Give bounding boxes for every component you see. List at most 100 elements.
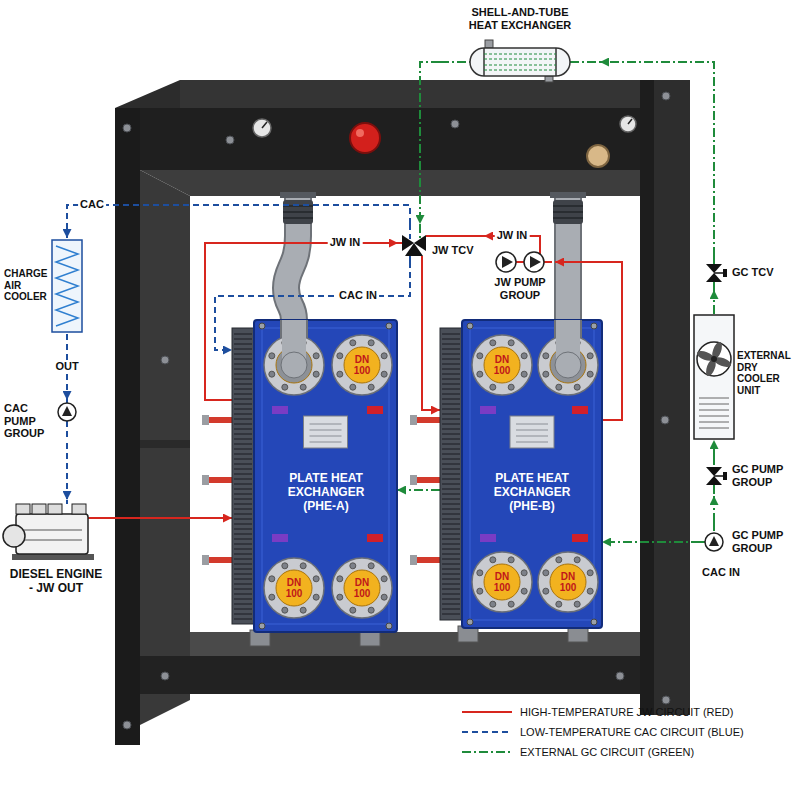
valve-actuator [723, 269, 727, 277]
tube-sheet [555, 48, 557, 76]
tag-plate [272, 534, 288, 542]
name-plate-line [310, 442, 342, 443]
legend-item: HIGH-TEMPERATURE JW CIRCUIT (RED) [462, 702, 744, 722]
flange-bolt [337, 594, 343, 600]
plate-edge [234, 544, 252, 545]
fan-hub [711, 356, 717, 362]
flange-bolt [490, 601, 496, 607]
plate-edge [234, 344, 252, 345]
plate-edge [234, 439, 252, 440]
flange [472, 335, 532, 395]
pipe-stub [66, 421, 68, 440]
plate-edge [234, 369, 252, 370]
flywheel [3, 525, 25, 547]
pipe-stub [398, 242, 402, 244]
flange-bolt [574, 601, 580, 607]
plate-edge [234, 564, 252, 565]
skid-frame [115, 80, 690, 745]
tag-plate [272, 406, 288, 414]
port-flange: DN 100 [263, 557, 325, 619]
legend-item: LOW-TEMPERATURE CAC CIRCUIT (BLUE) [462, 722, 744, 742]
flange-bolt [477, 588, 483, 594]
diesel-engine: DIESEL ENGINE - JW OUT [2, 500, 110, 616]
cylinder-head [72, 504, 86, 514]
cooler-grille [699, 416, 729, 417]
plate-edge [234, 539, 252, 540]
pipe-end [555, 352, 581, 378]
flange-bolt [282, 563, 288, 569]
plate-edge [234, 499, 252, 500]
flange-bolt [574, 384, 580, 390]
flange-bolt [381, 594, 387, 600]
pump-group: JW PUMP GROUP [488, 250, 555, 306]
flange-bolt [282, 384, 288, 390]
gauge [262, 122, 267, 128]
tie-rod [410, 475, 417, 485]
pipe-bellows [553, 200, 583, 224]
flange-bolt [300, 563, 306, 569]
plate-edge [234, 339, 252, 340]
flange-bolt [300, 384, 306, 390]
plate-edge [442, 579, 460, 580]
flange-bolt [556, 384, 562, 390]
flow-label: OUT [53, 360, 80, 373]
plate-edge [442, 359, 460, 360]
flange-bolt [381, 371, 387, 377]
flange-bolt [543, 371, 549, 377]
plate-edge [442, 369, 460, 370]
plate-edge [234, 579, 252, 580]
flange-bolt [337, 371, 343, 377]
flange-bolt [477, 353, 483, 359]
pump-casing [705, 533, 723, 551]
plate-edge [442, 609, 460, 610]
frame-bolt [616, 672, 624, 680]
flange-bolt [350, 563, 356, 569]
plate-edge [442, 539, 460, 540]
frame-bolt [123, 124, 131, 132]
skid-frame [640, 80, 690, 715]
fan-ring [697, 342, 731, 376]
tie-rod [416, 557, 442, 563]
pump-impeller [62, 406, 72, 416]
plate-edge [234, 604, 252, 605]
cooler-grille [699, 410, 729, 411]
plate-edge [234, 534, 252, 535]
plate-edge [234, 554, 252, 555]
pipe-stub [409, 224, 411, 239]
plate-edge [442, 499, 460, 500]
shell-and-tube-exchanger: SHELL-AND-TUBE HEAT EXCHANGER [440, 4, 600, 90]
flange [264, 558, 324, 618]
pipe-connector [422, 262, 440, 410]
plate-edge [234, 479, 252, 480]
flange-face [276, 570, 312, 606]
flange-bolt [521, 570, 527, 576]
tie-rod [410, 415, 417, 425]
equipment-label: GC TCV [732, 266, 794, 279]
skid-frame [140, 656, 640, 694]
frame-bolt [226, 136, 234, 144]
tube [484, 54, 556, 55]
plate-edge [442, 344, 460, 345]
plate-edge [234, 619, 252, 620]
pipe-connector [67, 205, 410, 238]
plate-edge [442, 534, 460, 535]
frame-bolt [467, 619, 473, 625]
plate-edge [234, 349, 252, 350]
equipment-label: DIESEL ENGINE - JW OUT [8, 568, 104, 596]
tie-rod [208, 417, 234, 423]
plate-pack [232, 328, 254, 624]
legend-text: LOW-TEMPERATURE CAC CIRCUIT (BLUE) [520, 726, 744, 738]
name-plate [510, 416, 554, 448]
frame-bolt [591, 619, 597, 625]
plate-edge [234, 549, 252, 550]
skid-frame [640, 80, 654, 715]
flange-bolt [508, 384, 514, 390]
plate-edge [234, 469, 252, 470]
pipe-stub [713, 282, 715, 290]
shell-body [470, 48, 570, 76]
pipe-stub [544, 261, 552, 263]
plate-edge [234, 379, 252, 380]
flange-bolt [543, 570, 549, 576]
plate-edge [442, 354, 460, 355]
